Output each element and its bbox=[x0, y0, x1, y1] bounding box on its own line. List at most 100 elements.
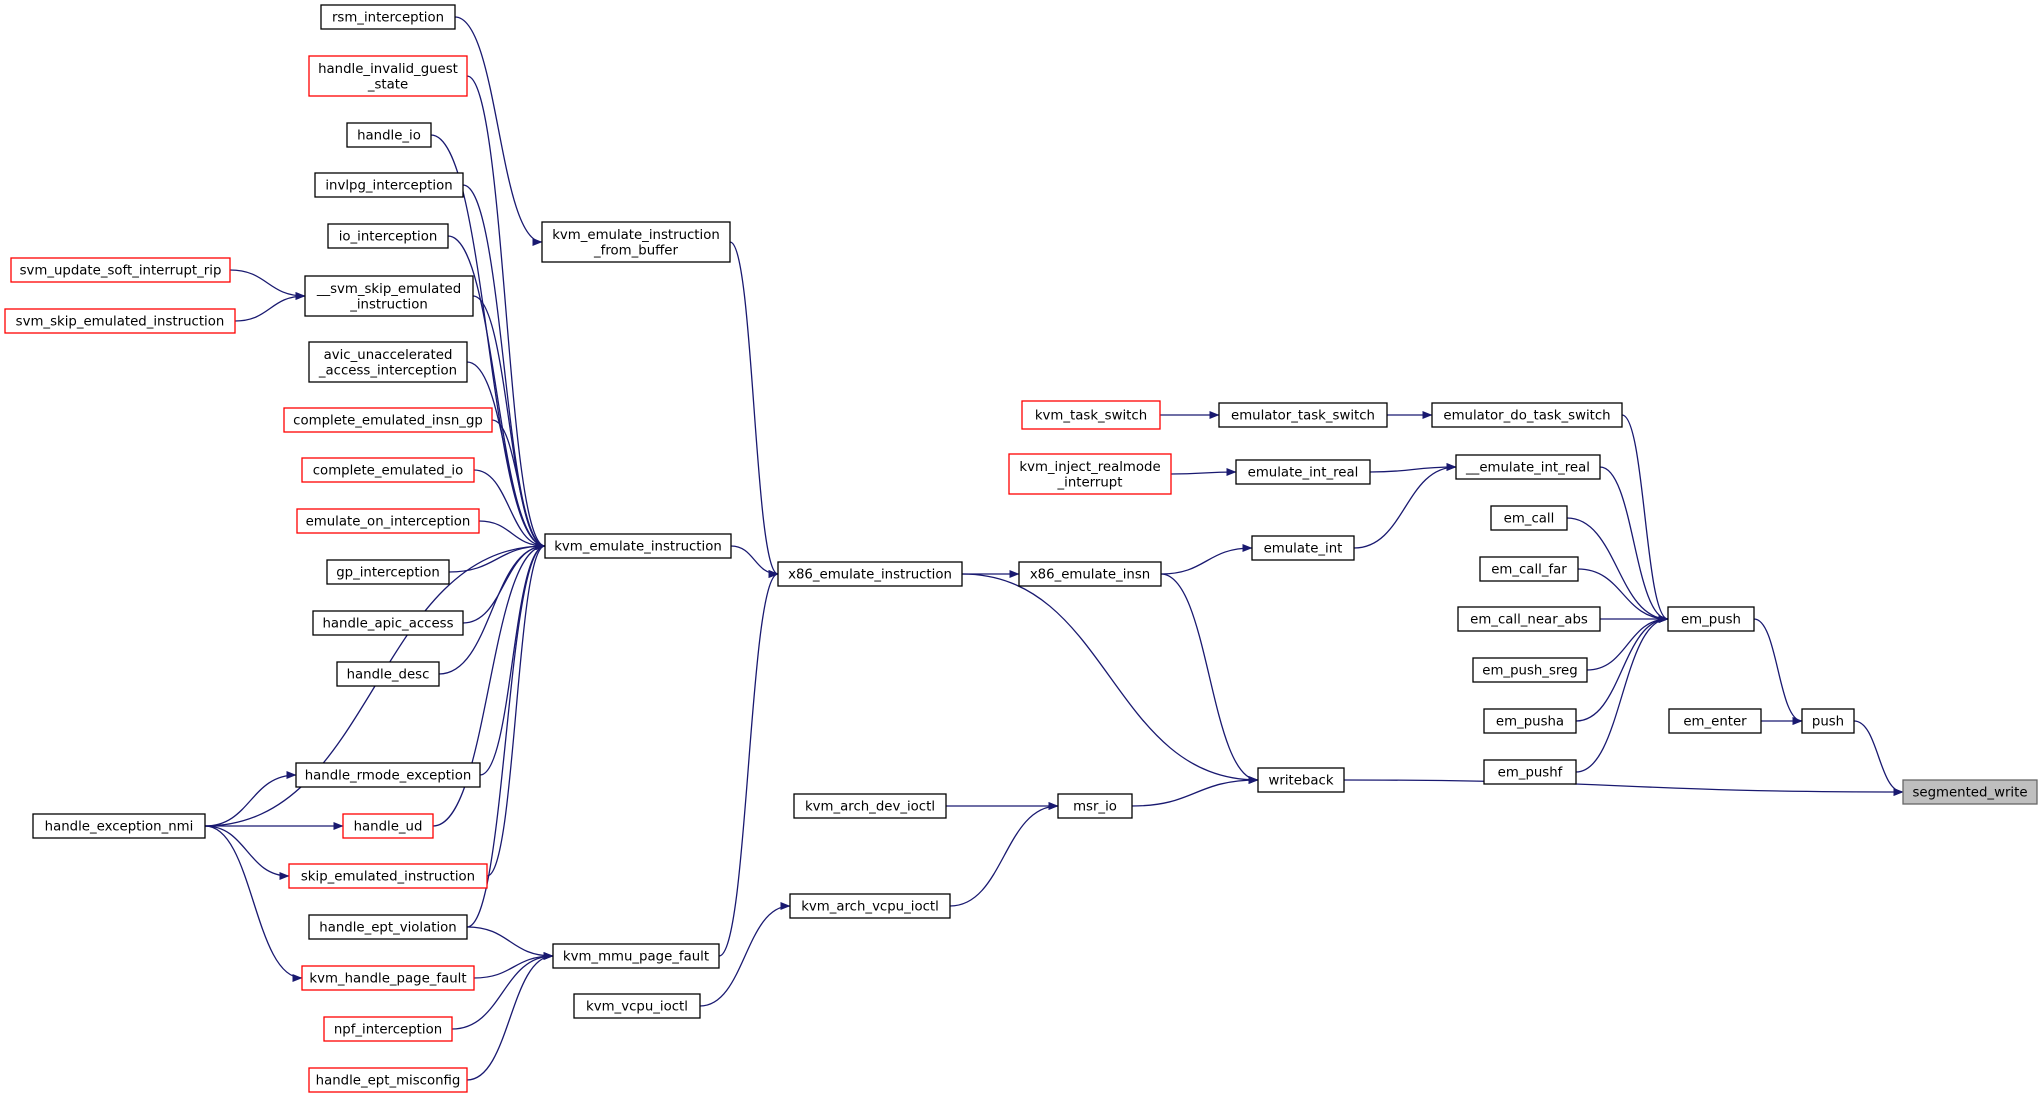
node-svm-skip-emulated-instruction[interactable]: svm_skip_emulated_instruction bbox=[4, 308, 236, 334]
node-complete-emulated-insn-gp[interactable]: complete_emulated_insn_gp bbox=[283, 407, 493, 433]
node-em-call-near-abs[interactable]: em_call_near_abs bbox=[1457, 606, 1601, 632]
node-label: handle_io bbox=[357, 129, 421, 144]
node-box bbox=[326, 559, 450, 585]
node-emulate-int-real[interactable]: emulate_int_real bbox=[1235, 459, 1371, 485]
node-box bbox=[1218, 402, 1388, 428]
node-rsm-interception[interactable]: rsm_interception bbox=[320, 4, 456, 30]
node-emulate-int[interactable]: emulate_int bbox=[1251, 535, 1355, 561]
node-box bbox=[320, 4, 456, 30]
edge-em-push-to-push bbox=[1753, 618, 1803, 725]
node-box bbox=[1455, 454, 1601, 480]
edge-handle-ept-misconfig-to-kvm-mmu-page-fault bbox=[466, 952, 554, 1081]
node-skip-emulated-instruction[interactable]: skip_emulated_instruction bbox=[288, 863, 488, 889]
edge-npf-interception-to-kvm-mmu-page-fault bbox=[451, 952, 554, 1030]
node-box bbox=[1479, 556, 1579, 582]
node-label: emulate_int bbox=[1264, 542, 1343, 557]
node-label: handle_rmode_exception bbox=[305, 769, 472, 784]
edge-svm-skip-emulated-instruction-to-svm-skip-emulated-instruction bbox=[234, 292, 306, 322]
edge-rsm-interception-to-kvm-emulate-instruction-from-buffer bbox=[454, 16, 543, 246]
edge-layer bbox=[204, 16, 1904, 1081]
node-kvm-handle-page-fault[interactable]: kvm_handle_page_fault bbox=[301, 965, 475, 991]
node-kvm-inject-realmode-interrupt[interactable]: kvm_inject_realmode_interrupt bbox=[1008, 453, 1172, 495]
node-avic-unaccelerated-access-interception[interactable]: avic_unaccelerated_access_interception bbox=[308, 341, 468, 383]
node-npf-interception[interactable]: npf_interception bbox=[323, 1016, 453, 1042]
edge-em-call-far-to-em-push bbox=[1577, 568, 1669, 623]
node-label: segmented_write bbox=[1912, 786, 2027, 801]
node-em-pusha[interactable]: em_pusha bbox=[1483, 708, 1577, 734]
edge-emulator-do-task-switch-to-em-push bbox=[1621, 414, 1669, 623]
edge-kvm-emulate-instruction-to-x86-emulate-instruction bbox=[730, 545, 779, 578]
node-label: svm_skip_emulated_instruction bbox=[16, 315, 225, 330]
node-box bbox=[1483, 759, 1577, 785]
node-em-enter[interactable]: em_enter bbox=[1668, 708, 1762, 734]
node-msr-io[interactable]: msr_io bbox=[1057, 793, 1133, 819]
node-kvm-vcpu-ioctl[interactable]: kvm_vcpu_ioctl bbox=[573, 993, 701, 1019]
node-label: rsm_interception bbox=[332, 11, 444, 26]
node-handle-ept-misconfig[interactable]: handle_ept_misconfig bbox=[308, 1067, 468, 1093]
node-writeback[interactable]: writeback bbox=[1257, 767, 1345, 793]
node-label: _state bbox=[367, 77, 408, 92]
edge-emulate-int-to-emulate-int-real bbox=[1353, 463, 1457, 549]
node-handle-desc[interactable]: handle_desc bbox=[336, 661, 440, 687]
node-label: kvm_handle_page_fault bbox=[309, 972, 466, 987]
node-handle-rmode-exception[interactable]: handle_rmode_exception bbox=[295, 762, 481, 788]
edge-em-pushf-to-em-push bbox=[1575, 615, 1669, 773]
node-box bbox=[1801, 708, 1855, 734]
node-kvm-arch-vcpu-ioctl[interactable]: kvm_arch_vcpu_ioctl bbox=[789, 893, 951, 919]
node-box bbox=[777, 561, 963, 587]
node-box bbox=[1667, 606, 1755, 632]
node-label: _from_buffer bbox=[593, 243, 678, 258]
node-x86-emulate-instruction[interactable]: x86_emulate_instruction bbox=[777, 561, 963, 587]
node-label: complete_emulated_io bbox=[313, 464, 463, 479]
node-svm-update-soft-interrupt-rip[interactable]: svm_update_soft_interrupt_rip bbox=[10, 257, 231, 283]
node-io-interception[interactable]: io_interception bbox=[327, 223, 449, 249]
node-em-push[interactable]: em_push bbox=[1667, 606, 1755, 632]
edge-kvm-arch-vcpu-ioctl-to-msr-io bbox=[949, 802, 1059, 907]
node-box bbox=[541, 221, 731, 263]
node-em-pushf[interactable]: em_pushf bbox=[1483, 759, 1577, 785]
node-handle-invalid-guest-state[interactable]: handle_invalid_guest_state bbox=[308, 55, 468, 97]
node-box bbox=[1668, 708, 1762, 734]
node-kvm-task-switch[interactable]: kvm_task_switch bbox=[1021, 400, 1161, 430]
node-em-push-sreg[interactable]: em_push_sreg bbox=[1472, 657, 1588, 683]
node-label: em_call bbox=[1504, 512, 1555, 527]
node-push[interactable]: push bbox=[1801, 708, 1855, 734]
node-kvm-arch-dev-ioctl[interactable]: kvm_arch_dev_ioctl bbox=[793, 793, 947, 819]
node-invlpg-interception[interactable]: invlpg_interception bbox=[314, 172, 464, 198]
node-label: __emulate_int_real bbox=[1465, 461, 1590, 476]
node-box bbox=[336, 661, 440, 687]
edge-x86-emulate-insn-to-writeback bbox=[1160, 573, 1259, 784]
node-svm-skip-emulated-instruction[interactable]: __svm_skip_emulated_instruction bbox=[304, 275, 474, 317]
node-gp-interception[interactable]: gp_interception bbox=[326, 559, 450, 585]
node-kvm-mmu-page-fault[interactable]: kvm_mmu_page_fault bbox=[552, 943, 720, 969]
edge-kvm-mmu-page-fault-to-x86-emulate-instruction bbox=[718, 570, 779, 957]
node-label: _interrupt bbox=[1057, 475, 1123, 490]
node-kvm-emulate-instruction-from-buffer[interactable]: kvm_emulate_instruction_from_buffer bbox=[541, 221, 731, 263]
node-label: gp_interception bbox=[336, 566, 440, 581]
node-segmented-write[interactable]: segmented_write bbox=[1902, 779, 2038, 805]
node-handle-ud[interactable]: handle_ud bbox=[342, 813, 434, 839]
node-handle-exception-nmi[interactable]: handle_exception_nmi bbox=[32, 813, 206, 839]
node-emulate-on-interception[interactable]: emulate_on_interception bbox=[296, 508, 480, 534]
node-complete-emulated-io[interactable]: complete_emulated_io bbox=[301, 457, 475, 483]
node-x86-emulate-insn[interactable]: x86_emulate_insn bbox=[1018, 561, 1162, 587]
node-box bbox=[1902, 779, 2038, 805]
node-box bbox=[308, 55, 468, 97]
node-kvm-emulate-instruction[interactable]: kvm_emulate_instruction bbox=[544, 533, 732, 559]
node-em-call[interactable]: em_call bbox=[1490, 505, 1568, 531]
node-label: io_interception bbox=[339, 230, 438, 245]
node-box bbox=[1021, 400, 1161, 430]
edge-complete-emulated-insn-gp-to-kvm-emulate-instruction bbox=[491, 419, 546, 550]
node-emulator-do-task-switch[interactable]: emulator_do_task_switch bbox=[1431, 402, 1623, 428]
node-box bbox=[1018, 561, 1162, 587]
node-label: kvm_arch_dev_ioctl bbox=[805, 800, 935, 815]
node-box bbox=[308, 341, 468, 383]
node-emulator-task-switch[interactable]: emulator_task_switch bbox=[1218, 402, 1388, 428]
node-em-call-far[interactable]: em_call_far bbox=[1479, 556, 1579, 582]
node-handle-ept-violation[interactable]: handle_ept_violation bbox=[308, 914, 468, 940]
node-handle-apic-access[interactable]: handle_apic_access bbox=[312, 610, 464, 636]
node-box bbox=[323, 1016, 453, 1042]
node-handle-io[interactable]: handle_io bbox=[346, 122, 432, 148]
node-emulate-int-real[interactable]: __emulate_int_real bbox=[1455, 454, 1601, 480]
node-box bbox=[288, 863, 488, 889]
